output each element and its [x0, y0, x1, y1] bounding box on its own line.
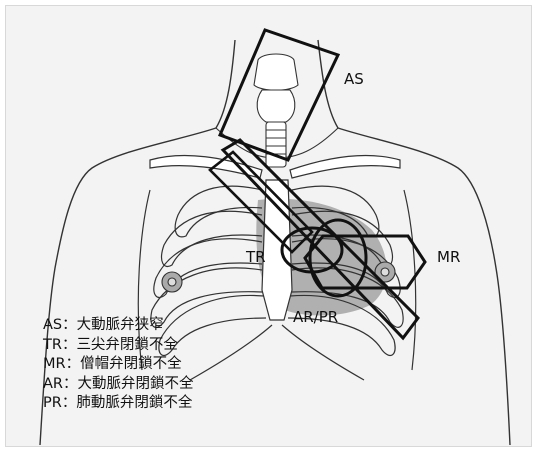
legend-abbr: PR: [43, 395, 62, 411]
legend-description: 肺動脈弁閉鎖不全: [76, 395, 192, 411]
label-ar-pr: AR/PR: [293, 308, 338, 326]
legend-row: AS：大動脈弁狭窄: [43, 316, 194, 336]
legend-row: TR：三尖弁閉鎖不全: [43, 336, 194, 356]
legend-separator: ：: [66, 356, 81, 372]
legend: AS：大動脈弁狭窄 TR：三尖弁閉鎖不全 MR：僧帽弁閉鎖不全 AR：大動脈弁閉…: [43, 316, 194, 414]
label-tr: TR: [245, 248, 266, 266]
legend-description: 大動脈弁閉鎖不全: [78, 376, 194, 392]
legend-description: 大動脈弁狭窄: [77, 317, 164, 333]
legend-abbr: TR: [43, 337, 62, 353]
legend-row: MR：僧帽弁閉鎖不全: [43, 355, 194, 375]
legend-description: 三尖弁閉鎖不全: [76, 337, 178, 353]
label-mr: MR: [437, 248, 460, 266]
legend-row: AR：大動脈弁閉鎖不全: [43, 375, 194, 395]
legend-separator: ：: [62, 337, 77, 353]
legend-abbr: AR: [43, 376, 63, 392]
legend-description: 僧帽弁閉鎖不全: [80, 356, 182, 372]
legend-row: PR：肺動脈弁閉鎖不全: [43, 394, 194, 414]
legend-separator: ：: [62, 317, 77, 333]
legend-separator: ：: [62, 395, 77, 411]
label-as: AS: [344, 70, 364, 88]
legend-abbr: MR: [43, 356, 66, 372]
legend-abbr: AS: [43, 317, 62, 333]
legend-separator: ：: [63, 376, 78, 392]
